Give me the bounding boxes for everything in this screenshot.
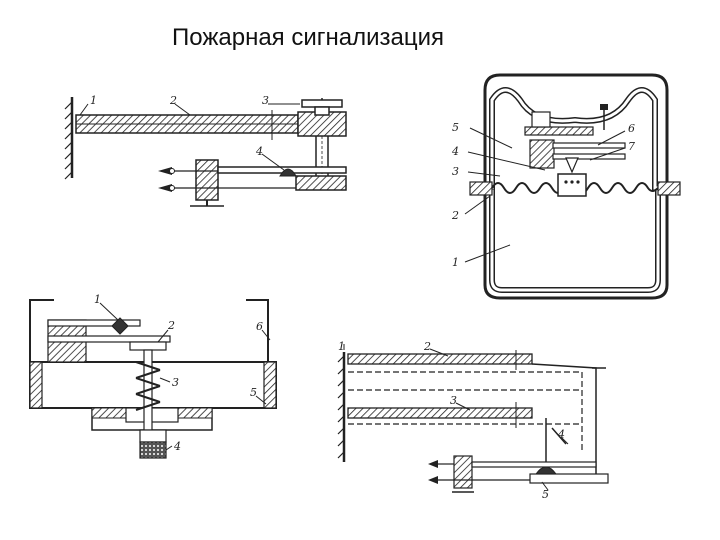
- label-2: 2: [451, 209, 459, 222]
- diagram-membrane-detector: 5 4 3 2 1 6 7: [451, 73, 681, 300]
- label-7: 7: [628, 140, 635, 153]
- label-3: 3: [450, 394, 457, 407]
- diagram-double-bimetal-detector: 1 2 3 4 5: [337, 340, 609, 501]
- label-1: 1: [452, 256, 459, 269]
- diagram-spring-fusible-detector: 1 2 3 4 5 6: [29, 293, 277, 459]
- label-2: 2: [167, 319, 175, 332]
- label-4: 4: [173, 440, 181, 453]
- label-2: 2: [423, 340, 431, 353]
- label-3: 3: [172, 376, 179, 389]
- label-1: 1: [90, 94, 97, 107]
- label-4: 4: [557, 428, 565, 441]
- label-1: 1: [94, 293, 101, 306]
- label-6: 6: [628, 122, 635, 135]
- label-2: 2: [169, 94, 177, 107]
- label-5: 5: [542, 488, 549, 501]
- label-5: 5: [452, 121, 459, 134]
- label-5: 5: [250, 386, 257, 399]
- label-6: 6: [256, 320, 263, 333]
- label-3: 3: [452, 165, 459, 178]
- label-4: 4: [255, 145, 263, 158]
- label-4: 4: [451, 145, 459, 158]
- diagram-bimetal-strip: 1 2 3 4: [64, 94, 347, 207]
- label-3: 3: [262, 94, 269, 107]
- label-1: 1: [338, 340, 345, 353]
- page-title: Пожарная сигнализация: [172, 24, 445, 51]
